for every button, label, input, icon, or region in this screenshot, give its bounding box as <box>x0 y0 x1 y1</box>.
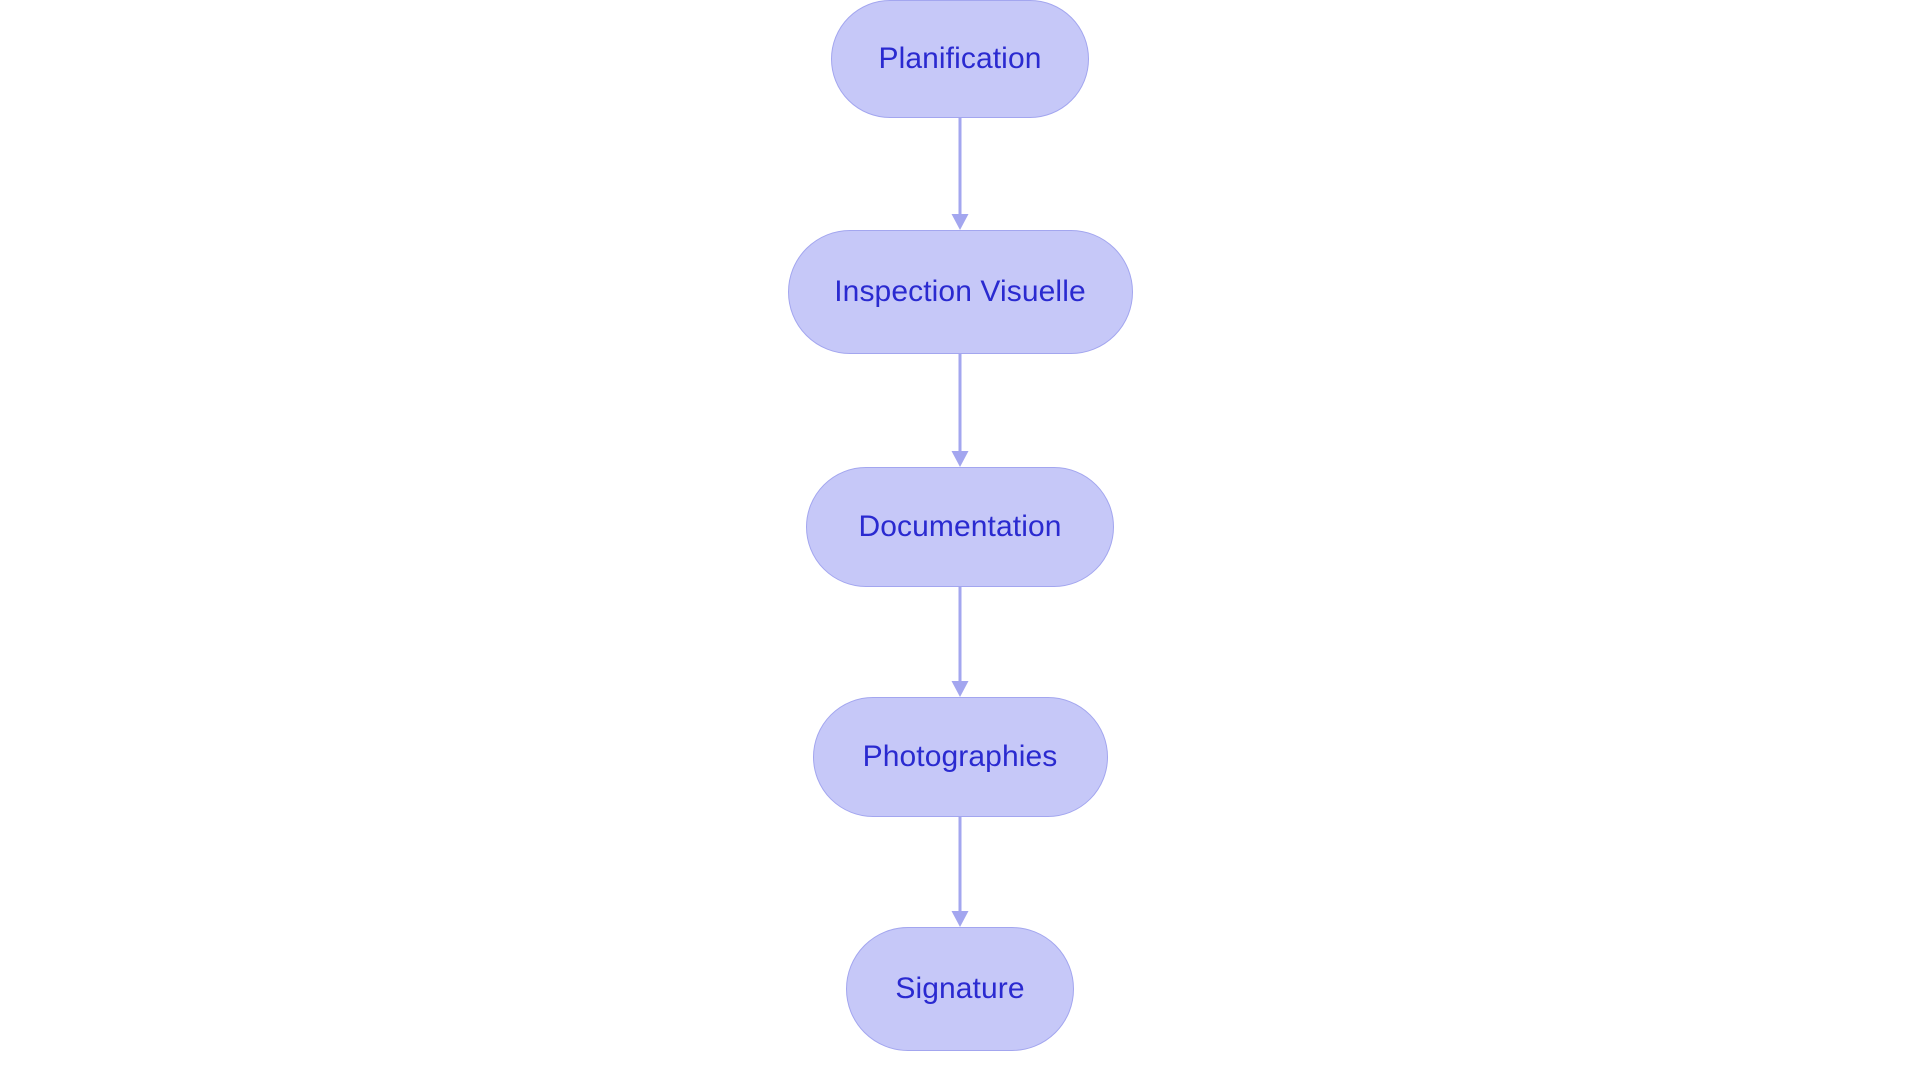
flow-node-label: Signature <box>895 972 1025 1005</box>
flow-node-signature[interactable]: Signature <box>846 927 1074 1051</box>
flow-node-planification[interactable]: Planification <box>831 0 1089 118</box>
flow-node-documentation[interactable]: Documentation <box>806 467 1114 587</box>
flow-node-label: Photographies <box>862 740 1058 773</box>
down-arrow-icon <box>951 817 969 927</box>
down-arrow-icon <box>951 354 969 467</box>
flow-node-label: Inspection Visuelle <box>834 275 1086 308</box>
flow-edge-photographies-to-signature <box>948 817 972 927</box>
flow-edge-inspection-visuelle-to-documentation <box>948 354 972 467</box>
flow-edge-planification-to-inspection-visuelle <box>948 118 972 230</box>
flow-node-label: Planification <box>878 42 1042 75</box>
down-arrow-icon <box>951 118 969 230</box>
flow-edge-documentation-to-photographies <box>948 587 972 697</box>
flow-node-photographies[interactable]: Photographies <box>812 697 1108 817</box>
flow-node-inspection-visuelle[interactable]: Inspection Visuelle <box>787 230 1133 354</box>
flow-node-label: Documentation <box>858 510 1062 543</box>
down-arrow-icon <box>951 587 969 697</box>
